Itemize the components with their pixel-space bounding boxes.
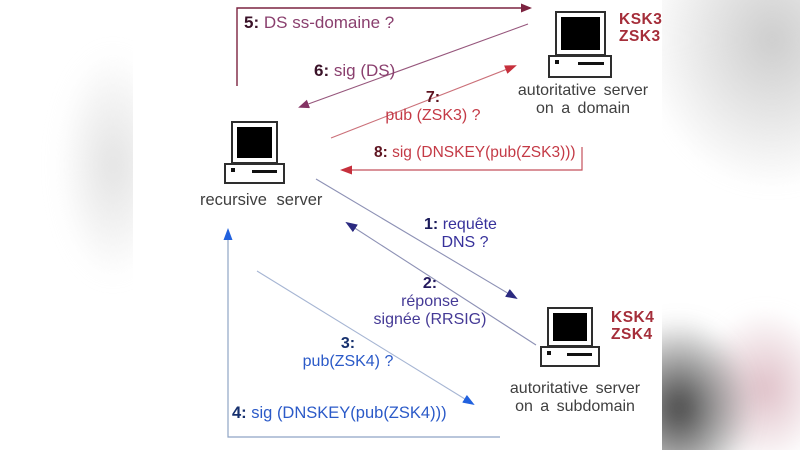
message-3-text: pub(ZSK4) ? (302, 352, 394, 370)
power-led (231, 168, 235, 172)
message-7-number: 7: (425, 89, 441, 106)
message-2-text-line2: signée (RRSIG) (373, 310, 487, 328)
ksk4-key-label: KSK4 (611, 309, 655, 326)
computer-monitor (231, 121, 278, 164)
gray-blur-blob (662, 0, 800, 190)
right-blur-band (662, 0, 800, 450)
recursive-server-label: recursive server (200, 191, 323, 209)
recursive-server-icon (224, 121, 285, 184)
domain-server-label-line1: autoritative server (517, 82, 649, 99)
message-8-text: sig (DNSKEY(pub(ZSK3))) (392, 144, 576, 161)
computer-screen (237, 127, 272, 158)
power-led (547, 351, 551, 355)
message-3-number: 3: (340, 335, 356, 352)
domain-authoritative-server-icon (548, 11, 612, 78)
message-8-number: 8: (374, 144, 388, 161)
domain-server-keys: KSK3 ZSK3 (619, 11, 662, 45)
zsk3-key-label: ZSK3 (619, 28, 661, 46)
computer-case (224, 163, 285, 184)
message-8-label: 8: sig (DNSKEY(pub(ZSK3))) (374, 144, 576, 161)
computer-case (548, 55, 612, 78)
computer-monitor (547, 307, 593, 347)
disk-slot (251, 170, 277, 173)
zsk4-key-label: ZSK4 (611, 326, 653, 344)
message-1-number: 1: (424, 216, 439, 233)
message-1-text-line2: DNS ? (441, 233, 489, 251)
disk-slot (567, 353, 592, 356)
computer-case (540, 346, 600, 367)
message-1-label: 1: requête DNS ? (424, 216, 506, 252)
computer-screen (560, 17, 600, 50)
message-2-number: 2: (422, 275, 438, 292)
message-6-label: 6: sig (DS) (314, 61, 395, 80)
computer-screen (553, 313, 587, 341)
subdomain-server-label-line1: autoritative server (509, 380, 641, 397)
message-6-number: 6: (314, 61, 330, 80)
message-7-label: 7: pub (ZSK3) ? (383, 89, 483, 125)
disk-slot (577, 62, 604, 65)
message-2-text-line1: réponse (401, 292, 459, 310)
message-5-label: 5: DS ss-domaine ? (244, 13, 394, 32)
power-led (555, 60, 559, 64)
message-5-number: 5: (244, 13, 260, 32)
computer-monitor (554, 11, 606, 56)
message-7-text: pub (ZSK3) ? (385, 106, 481, 124)
message-4-text: sig (DNSKEY(pub(ZSK4))) (251, 404, 447, 422)
message-3-label: 3: pub(ZSK4) ? (300, 335, 396, 371)
domain-server-label-line2: on a domain (535, 99, 631, 117)
ksk3-key-label: KSK3 (619, 11, 663, 28)
message-4-label: 4: sig (DNSKEY(pub(ZSK4))) (232, 404, 447, 422)
left-blur-band (0, 0, 133, 450)
message-2-label: 2: réponse signée (RRSIG) (372, 275, 488, 329)
subdomain-server-label: autoritative server on a subdomain (500, 380, 650, 416)
domain-server-label: autoritative server on a domain (512, 82, 654, 118)
gray-blur-blob (58, 50, 133, 280)
message-5-text: DS ss-domaine ? (263, 13, 395, 32)
subdomain-server-label-line2: on a subdomain (515, 397, 635, 415)
message-4-number: 4: (232, 404, 247, 422)
subdomain-authoritative-server-icon (540, 307, 600, 367)
subdomain-server-keys: KSK4 ZSK4 (611, 309, 654, 343)
message-6-text: sig (DS) (333, 61, 396, 80)
message-1-text-line1: requête (442, 216, 497, 233)
